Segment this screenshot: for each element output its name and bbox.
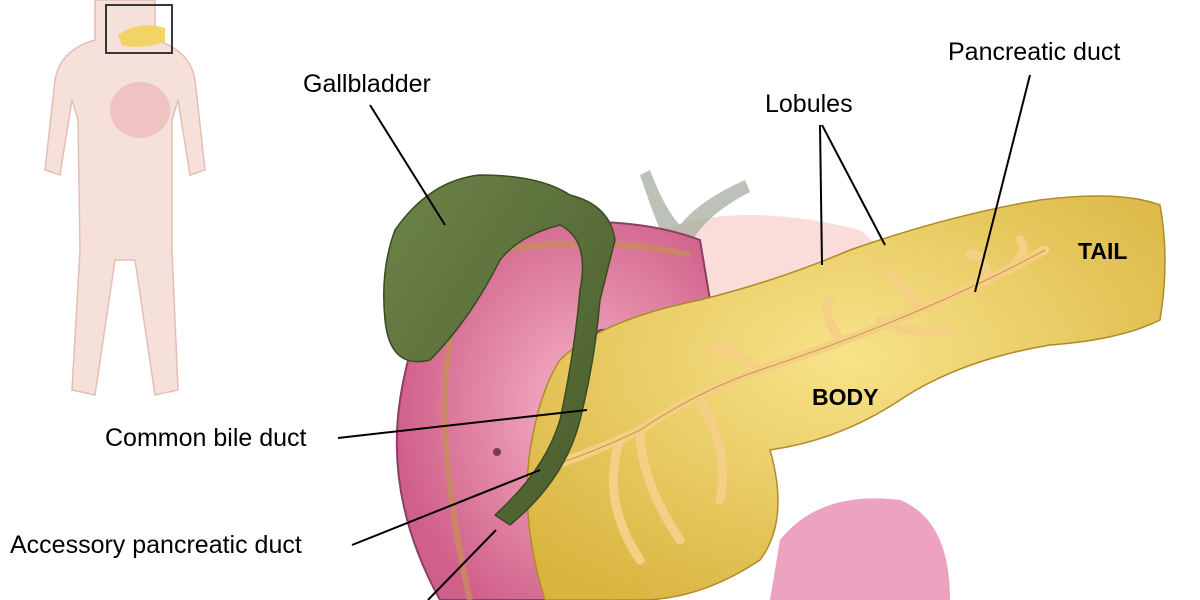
label-common-bile-duct: Common bile duct — [105, 424, 307, 452]
label-body: BODY — [812, 384, 879, 410]
label-lobules: Lobules — [765, 90, 853, 118]
label-tail: TAIL — [1078, 238, 1128, 264]
minor-papilla — [493, 448, 501, 456]
label-pancreatic-duct: Pancreatic duct — [948, 38, 1121, 66]
leader-lines — [337, 74, 1031, 600]
pancreas-thumbnail — [118, 25, 165, 47]
body-figure-thumbnail — [44, 0, 206, 396]
label-accessory-pancreatic-duct: Accessory pancreatic duct — [10, 531, 302, 559]
jejunum — [770, 498, 950, 600]
label-gallbladder: Gallbladder — [303, 70, 431, 98]
intestines-thumbnail — [110, 82, 170, 138]
gallbladder-and-bile-duct — [383, 174, 616, 526]
focus-box — [105, 4, 173, 54]
